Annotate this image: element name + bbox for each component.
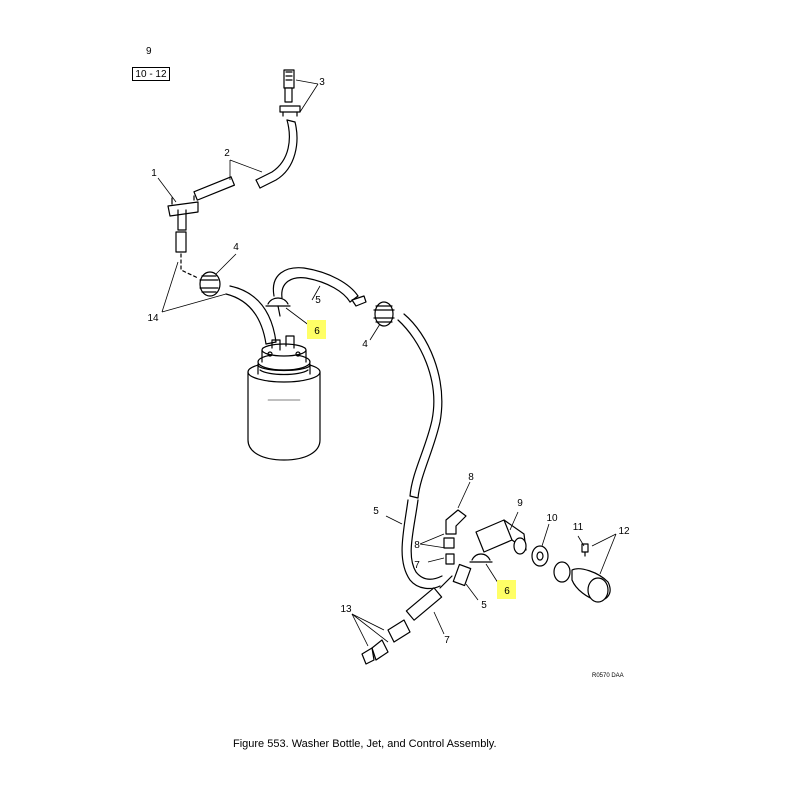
upper-hose [193, 119, 298, 201]
grommet-left [199, 271, 221, 297]
callout-8-upper: 8 [468, 472, 474, 483]
callout-7-upper: 7 [414, 560, 420, 571]
highlight-6-upper [307, 320, 326, 339]
callout-9: 9 [517, 498, 523, 509]
washer-bottle [247, 335, 321, 461]
callout-7-lower: 7 [444, 635, 450, 646]
hose-clamp-top [265, 297, 291, 317]
sheet-range-box: 10 - 12 [132, 67, 170, 81]
callout-14: 14 [147, 313, 159, 324]
nut [531, 545, 549, 567]
callout-4-left: 4 [233, 242, 239, 253]
callout-5-mid: 5 [373, 506, 379, 517]
long-hose [397, 313, 443, 590]
check-valve [361, 619, 411, 665]
elbow-fitting [443, 509, 467, 565]
control-valve [475, 519, 527, 555]
short-hose [452, 563, 472, 587]
callout-6-upper: 6 [314, 326, 320, 337]
callout-8-lower: 8 [414, 540, 420, 551]
jet-nozzle [279, 69, 301, 117]
knob [553, 543, 611, 603]
callout-12: 12 [618, 526, 630, 537]
drawing-id: R0570 DAA [592, 673, 624, 679]
callout-13: 13 [340, 604, 352, 615]
callout-6-lower: 6 [504, 586, 510, 597]
callout-10: 10 [546, 513, 558, 524]
callout-2: 2 [224, 148, 230, 159]
hose-lower-7 [405, 575, 453, 621]
callout-3: 3 [319, 77, 325, 88]
bottle-hose-left [225, 285, 277, 345]
callout-1: 1 [151, 168, 157, 179]
tee-connector [167, 195, 199, 253]
hose-clamp-lower [469, 553, 493, 563]
callout-5-upper: 5 [315, 295, 321, 306]
figure-caption: Figure 553. Washer Bottle, Jet, and Cont… [233, 738, 497, 750]
sheet-number: 9 [146, 46, 152, 57]
callout-5-lower: 5 [481, 600, 487, 611]
callout-4-right: 4 [362, 339, 368, 350]
grommet-right [373, 301, 395, 327]
hose-upper-5 [272, 267, 367, 307]
highlight-6-lower [497, 580, 516, 599]
callout-11: 11 [573, 522, 584, 533]
